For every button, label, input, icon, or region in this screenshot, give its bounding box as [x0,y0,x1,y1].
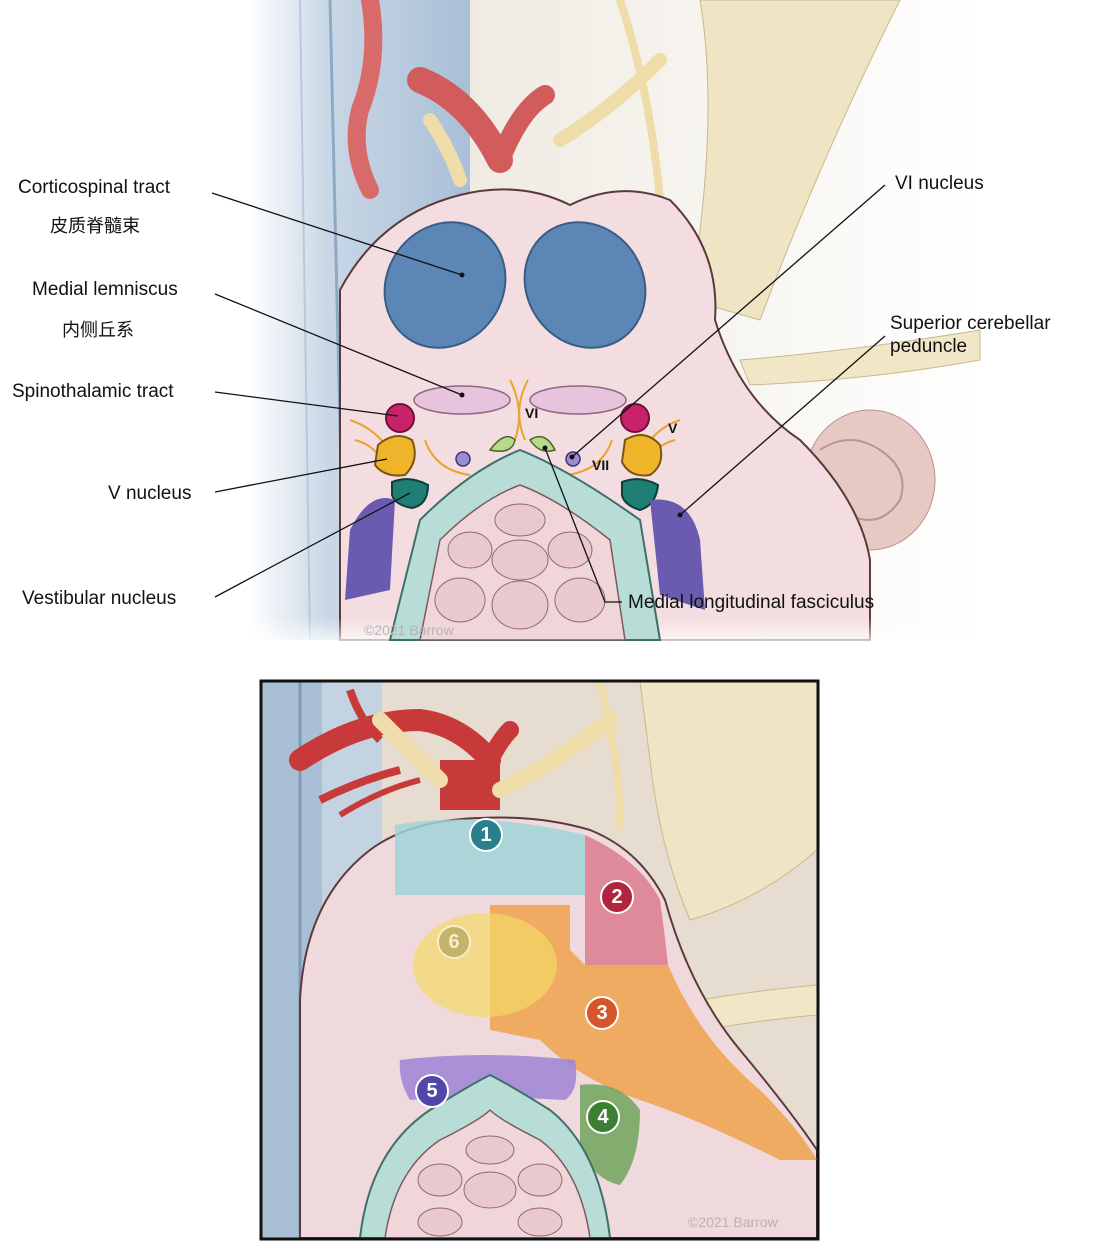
zone-marker-6: 6 [437,925,471,959]
leader-lines [211,184,886,603]
label-vestibular-nucleus: Vestibular nucleus [22,588,177,609]
label-spinothalamic-tract: Spinothalamic tract [12,381,174,402]
label-corticospinal-tract-cn: 皮质脊髓束 [50,216,140,237]
medial-lemniscus [413,385,627,415]
label-medial-lemniscus-cn: 内侧丘系 [62,320,134,341]
label-scp-line2: peduncle [890,336,968,357]
label-mlf: Medial longitudinal fasciculus [628,592,875,613]
label-vi-small: VI [525,405,539,421]
label-corticospinal-tract: Corticospinal tract [18,177,171,198]
zone-marker-3: 3 [585,996,619,1030]
zone-marker-4: 4 [586,1100,620,1134]
label-vi-nucleus: VI nucleus [895,173,984,194]
label-vii-small: VII [592,457,610,473]
superior-cerebellar-peduncles [345,498,705,610]
leader-dots [459,272,683,518]
label-v-nucleus: V nucleus [108,483,192,504]
zone-marker-2: 2 [600,880,634,914]
zone-marker-5: 5 [415,1074,449,1108]
label-medial-lemniscus: Medial lemniscus [32,279,178,300]
label-v-small: V [668,420,678,436]
zone-marker-1: 1 [469,818,503,852]
label-scp-line1: Superior cerebellar [890,313,1051,334]
copyright-top: ©2021 Barrow [364,622,454,638]
spinothalamic-tracts [385,403,650,433]
v-nuclei [373,434,663,477]
copyright-bottom: ©2021 Barrow [688,1214,778,1230]
corticospinal-tracts [383,221,647,349]
top-diagram [211,0,981,650]
